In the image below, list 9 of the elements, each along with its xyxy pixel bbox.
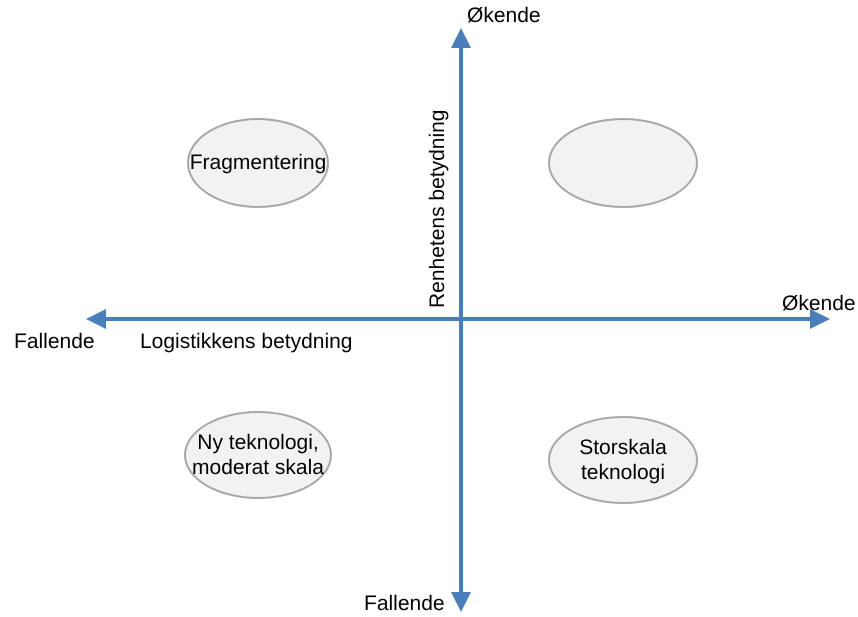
quadrant-text: Fragmentering [190,150,326,176]
axis-end-label: Fallende [14,330,95,354]
axis-title: Logistikkens betydning [140,330,352,354]
axis-end-label: Økende [782,292,856,316]
quadrant-text: Ny teknologi, moderat skala [191,430,325,480]
axis-end-label: Økende [467,4,541,28]
axis-end-label: Fallende [364,592,445,616]
axis-title: Renhetens betydning [426,110,450,308]
quadrant-text: Storskala teknologi [578,434,668,486]
